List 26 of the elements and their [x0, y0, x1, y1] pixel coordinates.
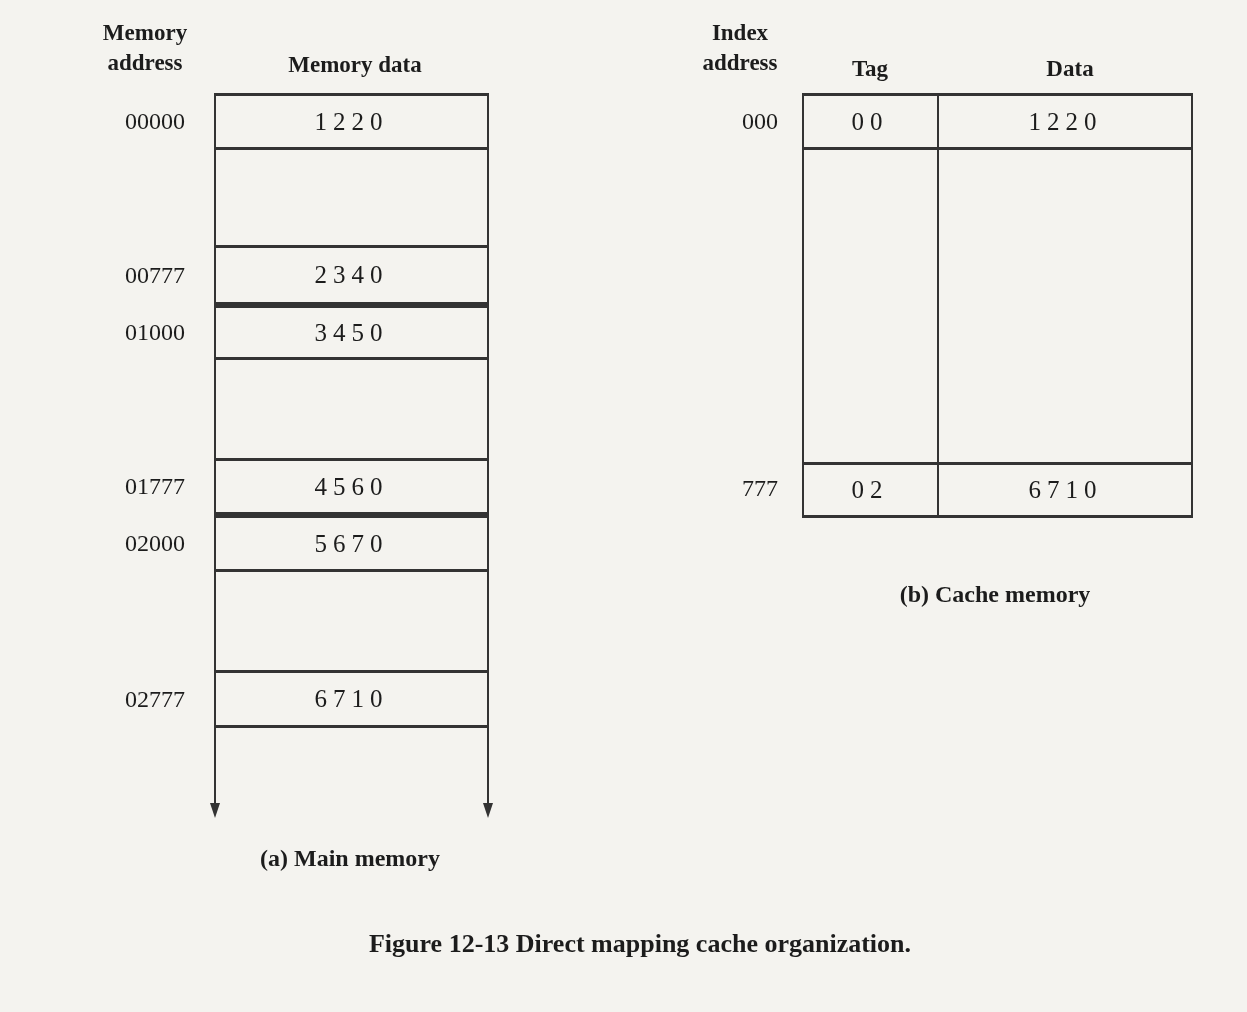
column-header: Index address [701, 19, 779, 77]
figure-caption: Figure 12-13 Direct mapping cache organization. [367, 928, 913, 960]
column-header: Memory address [101, 19, 189, 77]
panel-caption: (b) Cache memory [898, 580, 1092, 609]
address-label: 01000 [124, 318, 186, 347]
index-label: 777 [741, 474, 779, 503]
address-label: 02777 [124, 685, 186, 714]
address-label: 00777 [124, 261, 186, 290]
memory-word-cell: 1220 [215, 93, 488, 150]
address-label: 02000 [124, 529, 186, 558]
tag-cell: 02 [802, 462, 938, 518]
column-header: Tag [850, 55, 890, 83]
memory-word-cell: 4560 [215, 458, 488, 515]
address-label: 00000 [124, 107, 186, 136]
data-cell: 1220 [938, 93, 1193, 150]
data-cell: 6710 [938, 462, 1193, 518]
memory-word-cell: 2340 [215, 245, 488, 305]
memory-word-cell: 6710 [215, 670, 488, 728]
memory-word-cell: 3450 [215, 305, 488, 360]
index-label: 000 [741, 107, 779, 136]
panel-caption: (a) Main memory [259, 844, 441, 873]
address-label: 01777 [124, 472, 186, 501]
column-header: Memory data [287, 51, 423, 79]
memory-word-cell: 5670 [215, 515, 488, 572]
column-header: Data [1045, 55, 1095, 83]
tag-cell: 00 [802, 93, 938, 150]
